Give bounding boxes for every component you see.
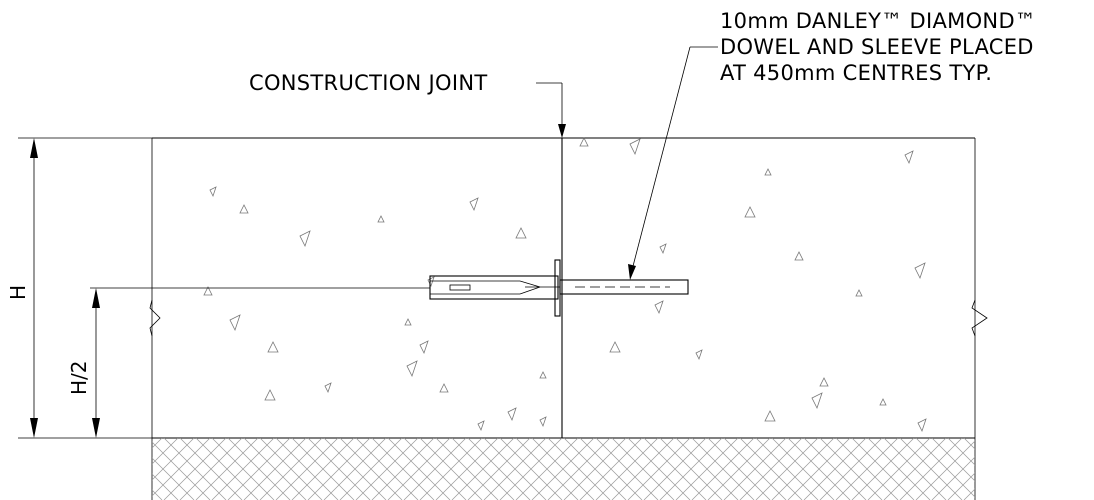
dimension-h-half-label: H/2 — [67, 360, 91, 395]
dowel-label-line-1: 10mm DANLEY™ DIAMOND™ — [720, 9, 1037, 33]
dimension-h-label: H — [6, 284, 30, 300]
break-line-left — [149, 299, 161, 337]
dowel-label-line-3: AT 450mm CENTRES TYP. — [720, 61, 993, 85]
concrete-aggregate — [203, 137, 927, 433]
dimension-h-half — [90, 287, 430, 438]
dowel-leader — [628, 46, 718, 280]
break-line-right — [971, 299, 988, 337]
slab-outline — [151, 137, 976, 500]
construction-joint-label: CONSTRUCTION JOINT — [249, 71, 488, 95]
dowel-label-line-2: DOWEL AND SLEEVE PLACED — [720, 35, 1034, 59]
construction-joint-leader — [536, 82, 566, 138]
dowel-and-sleeve — [429, 259, 689, 317]
subgrade-hatch — [152, 438, 975, 500]
dimension-h — [18, 137, 152, 439]
